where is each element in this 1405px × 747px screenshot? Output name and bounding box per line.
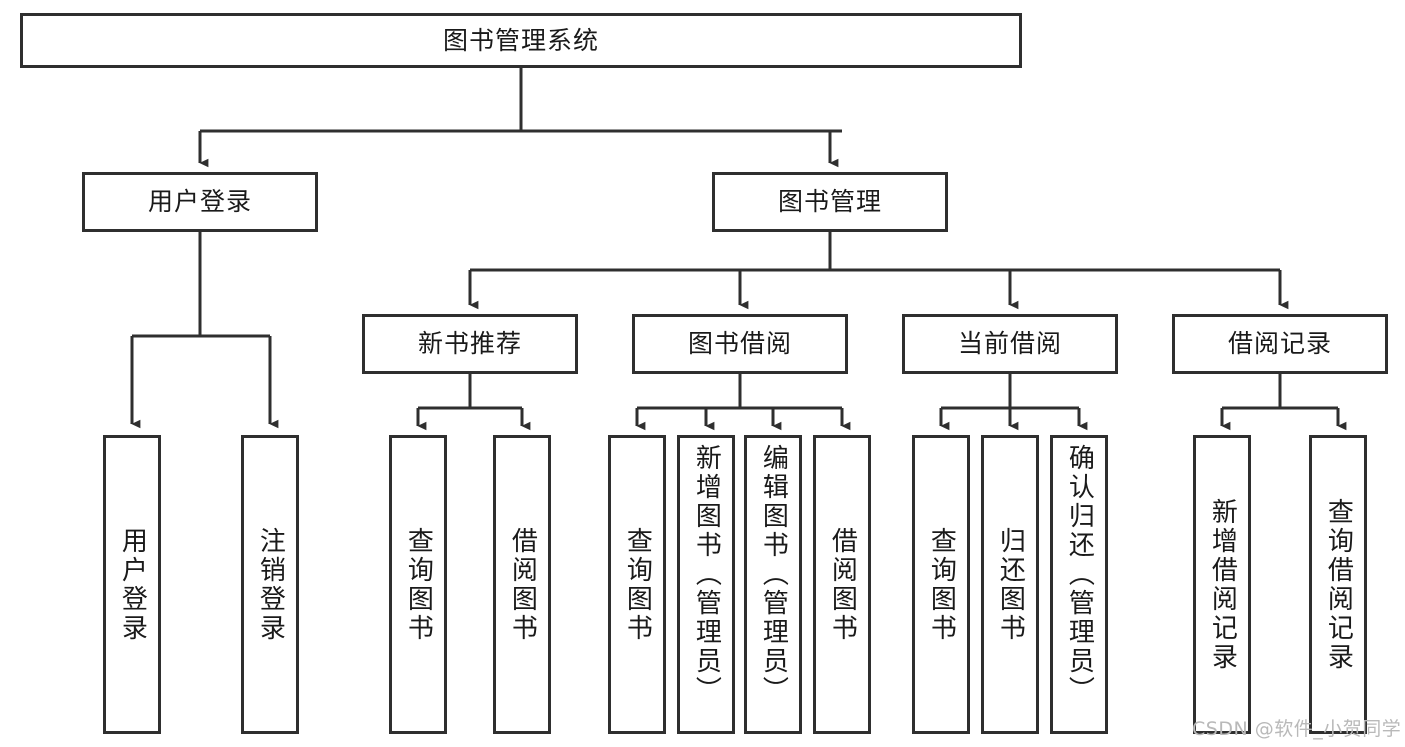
node-book-management[interactable]: 图书管理 [712,172,948,232]
node-root-system[interactable]: 图书管理系统 [20,13,1022,68]
node-new-book-recommend[interactable]: 新书推荐 [362,314,578,374]
leaf-borrow-query-book[interactable]: 查询图书 [608,435,666,734]
leaf-borrow-edit-book-admin[interactable]: 编辑图书（管理员） [744,435,802,734]
leaf-record-query-record[interactable]: 查询借阅记录 [1309,435,1367,734]
leaf-label: 查询图书 [403,526,434,643]
node-current-borrow[interactable]: 当前借阅 [902,314,1118,374]
leaf-current-query-book[interactable]: 查询图书 [912,435,970,734]
leaf-borrow-add-book-admin[interactable]: 新增图书（管理员） [677,435,735,734]
leaf-current-return-book[interactable]: 归还图书 [981,435,1039,734]
leaf-label: 新增借阅记录 [1207,497,1238,672]
leaf-label: 编辑图书（管理员） [758,444,789,705]
node-book-borrow[interactable]: 图书借阅 [632,314,848,374]
leaf-label: 查询图书 [622,526,653,643]
leaf-user-login-login[interactable]: 用户登录 [103,435,161,734]
leaf-label: 查询图书 [926,526,957,643]
leaf-record-add-record[interactable]: 新增借阅记录 [1193,435,1251,734]
leaf-recommend-borrow-book[interactable]: 借阅图书 [493,435,551,734]
leaf-label: 注销登录 [255,526,286,643]
leaf-current-confirm-return-admin[interactable]: 确认归还（管理员） [1050,435,1108,734]
csdn-watermark: CSDN @软件_小贺同学 [1192,718,1402,740]
leaf-label: 查询借阅记录 [1323,497,1354,672]
leaf-borrow-borrow-book[interactable]: 借阅图书 [813,435,871,734]
node-user-login[interactable]: 用户登录 [82,172,318,232]
leaf-label: 借阅图书 [827,526,858,643]
leaf-label: 用户登录 [117,526,148,643]
leaf-user-login-logout[interactable]: 注销登录 [241,435,299,734]
leaf-label: 借阅图书 [507,526,538,643]
leaf-label: 确认归还（管理员） [1064,444,1095,705]
leaf-recommend-query-book[interactable]: 查询图书 [389,435,447,734]
node-borrow-record[interactable]: 借阅记录 [1172,314,1388,374]
leaf-label: 归还图书 [995,526,1026,643]
leaf-label: 新增图书（管理员） [691,444,722,705]
